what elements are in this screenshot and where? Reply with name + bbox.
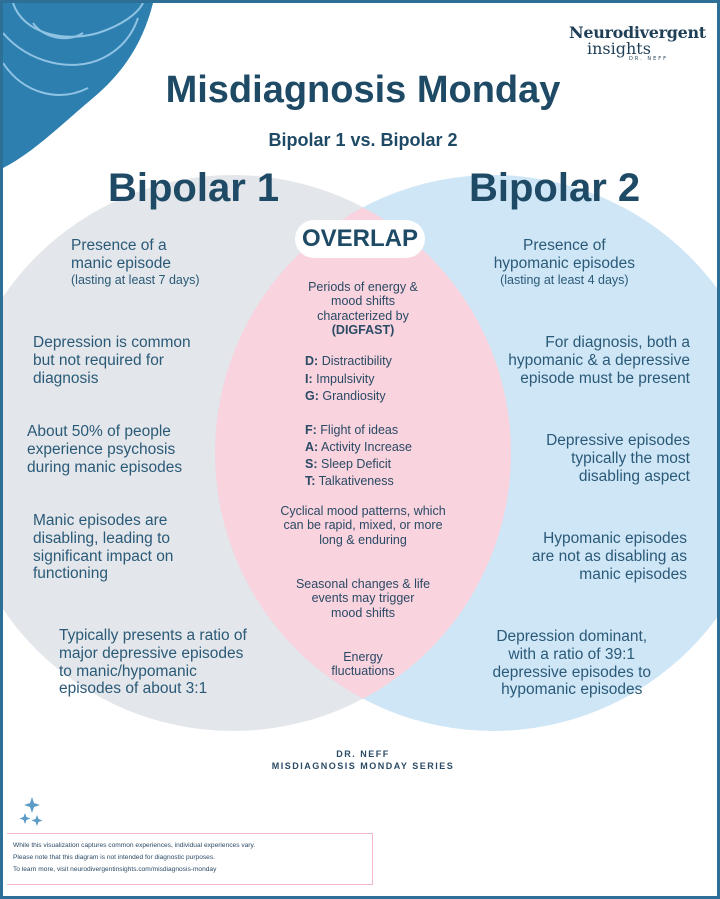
bipolar2-item: Hypomanic episodes are not as disabling … [532,530,687,583]
bipolar1-item-text: Manic episodes are disabling, leading to… [33,512,174,583]
bipolar1-item: Typically presents a ratio of major depr… [59,627,247,698]
digfast-item: G: Grandiosity [305,389,386,403]
overlap-item: Cyclical mood patterns, which can be rap… [280,504,446,547]
bipolar2-item-text: For diagnosis, both a hypomanic & a depr… [508,334,690,387]
logo-line-3: DR. NEFF [629,56,668,62]
bipolar2-item-text: Depression dominant, with a ratio of 39:… [492,628,651,699]
bipolar2-item: Presence of hypomanic episodes (lasting … [494,237,635,287]
corner-decoration [3,3,153,168]
bipolar2-item-text: Depressive episodes typically the most d… [546,432,690,485]
page-title: Misdiagnosis Monday [165,69,561,111]
bipolar1-item-text: Presence of a manic episode [71,237,171,272]
disclaimer-line: To learn more, visit neurodivergentinsig… [13,866,217,874]
overlap-region [215,175,511,731]
sparkle-icon [19,797,43,826]
logo-line-2: insights [587,39,651,58]
bipolar1-item-text: Typically presents a ratio of major depr… [59,627,247,698]
bipolar1-item-text: About 50% of people experience psychosis… [27,423,183,476]
digfast-text: Flight of ideas [320,423,399,437]
bipolar1-item: Manic episodes are disabling, leading to… [33,512,173,583]
brand-logo: Neurodivergent insights DR. NEFF [569,23,706,62]
bipolar1-item: About 50% of people experience psychosis… [27,423,182,476]
digfast-text: Sleep Deficit [320,457,392,471]
overlap-intro-text: Periods of energy & mood shifts characte… [308,280,418,323]
digfast-text: Talkativeness [318,474,394,488]
digfast-letter: I: [305,372,313,386]
digfast-letter: F: [305,423,317,437]
digfast-text: Impulsivity [316,372,375,386]
bipolar1-item: Presence of a manic episode (lasting at … [71,237,200,287]
venn-diagram [3,175,717,731]
bipolar1-item-subtext: (lasting at least 7 days) [71,272,200,287]
bipolar2-item: Depressive episodes typically the most d… [546,432,690,485]
digfast-letter: G: [305,389,319,403]
bipolar2-heading: Bipolar 2 [469,166,641,210]
disclaimer-box: While this visualization captures common… [7,833,373,885]
disclaimer-line: Please note that this diagram is not int… [13,854,215,862]
series-credit: DR. NEFF MISDIAGNOSIS MONDAY SERIES [3,749,717,772]
digfast-letter: A: [305,440,319,454]
digfast-item: T: Talkativeness [305,474,394,488]
bipolar2-item-subtext: (lasting at least 4 days) [500,272,629,287]
bipolar1-item: Depression is common but not required fo… [33,334,191,387]
digfast-letter: S: [305,457,318,471]
digfast-text: Activity Increase [321,440,413,454]
disclaimer-line: While this visualization captures common… [13,842,256,849]
overlap-intro: Periods of energy & mood shifts characte… [258,280,468,338]
bipolar2-item-text: Presence of hypomanic episodes [493,237,635,272]
page-subtitle: Bipolar 1 vs. Bipolar 2 [268,130,458,150]
digfast-item: F: Flight of ideas [305,423,398,437]
bipolar2-item: Depression dominant, with a ratio of 39:… [492,628,651,699]
bipolar1-item-text: Depression is common but not required fo… [33,334,191,387]
bipolar1-heading: Bipolar 1 [108,166,280,210]
overlap-item: Energy fluctuations [331,650,395,679]
overlap-label: OVERLAP [295,220,425,258]
credit-series: MISDIAGNOSIS MONDAY SERIES [271,760,455,771]
digfast-item: S: Sleep Deficit [305,457,391,471]
digfast-text: Grandiosity [322,389,386,403]
digfast-item: A: Activity Increase [305,440,412,454]
digfast-letter: T: [305,474,316,488]
credit-author: DR. NEFF [336,749,390,759]
digfast-item: I: Impulsivity [305,372,374,386]
bipolar2-item-text: Hypomanic episodes are not as disabling … [531,530,687,583]
overlap-item: Seasonal changes & life events may trigg… [295,577,431,620]
bipolar2-item: For diagnosis, both a hypomanic & a depr… [508,334,690,387]
digfast-letter: D: [305,354,319,368]
digfast-text: Distractibility [321,354,392,368]
logo-line-1: Neurodivergent [569,23,706,42]
digfast-item: D: Distractibility [305,354,392,368]
overlap-intro-bold: (DIGFAST) [331,323,395,338]
